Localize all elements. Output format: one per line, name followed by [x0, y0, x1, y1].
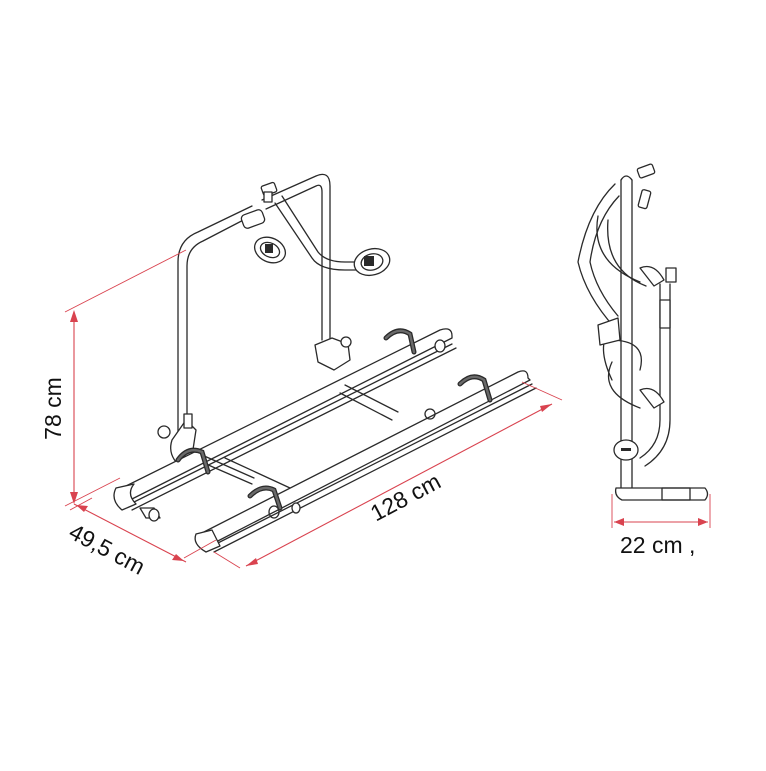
dimension-height-78cm [64, 249, 187, 507]
height-dimension-label: 78 cm [39, 377, 66, 440]
trailing-mark: , [689, 532, 696, 558]
side-depth-value: 22 cm [620, 532, 683, 558]
dimension-depth-49-5cm [69, 497, 217, 563]
dimension-length-128cm [213, 381, 563, 569]
side-view-drawing [577, 163, 709, 501]
side-depth-dimension-label: 22 cm , [620, 532, 695, 559]
isometric-rack-drawing [113, 173, 537, 553]
dimension-side-22cm [611, 494, 711, 528]
